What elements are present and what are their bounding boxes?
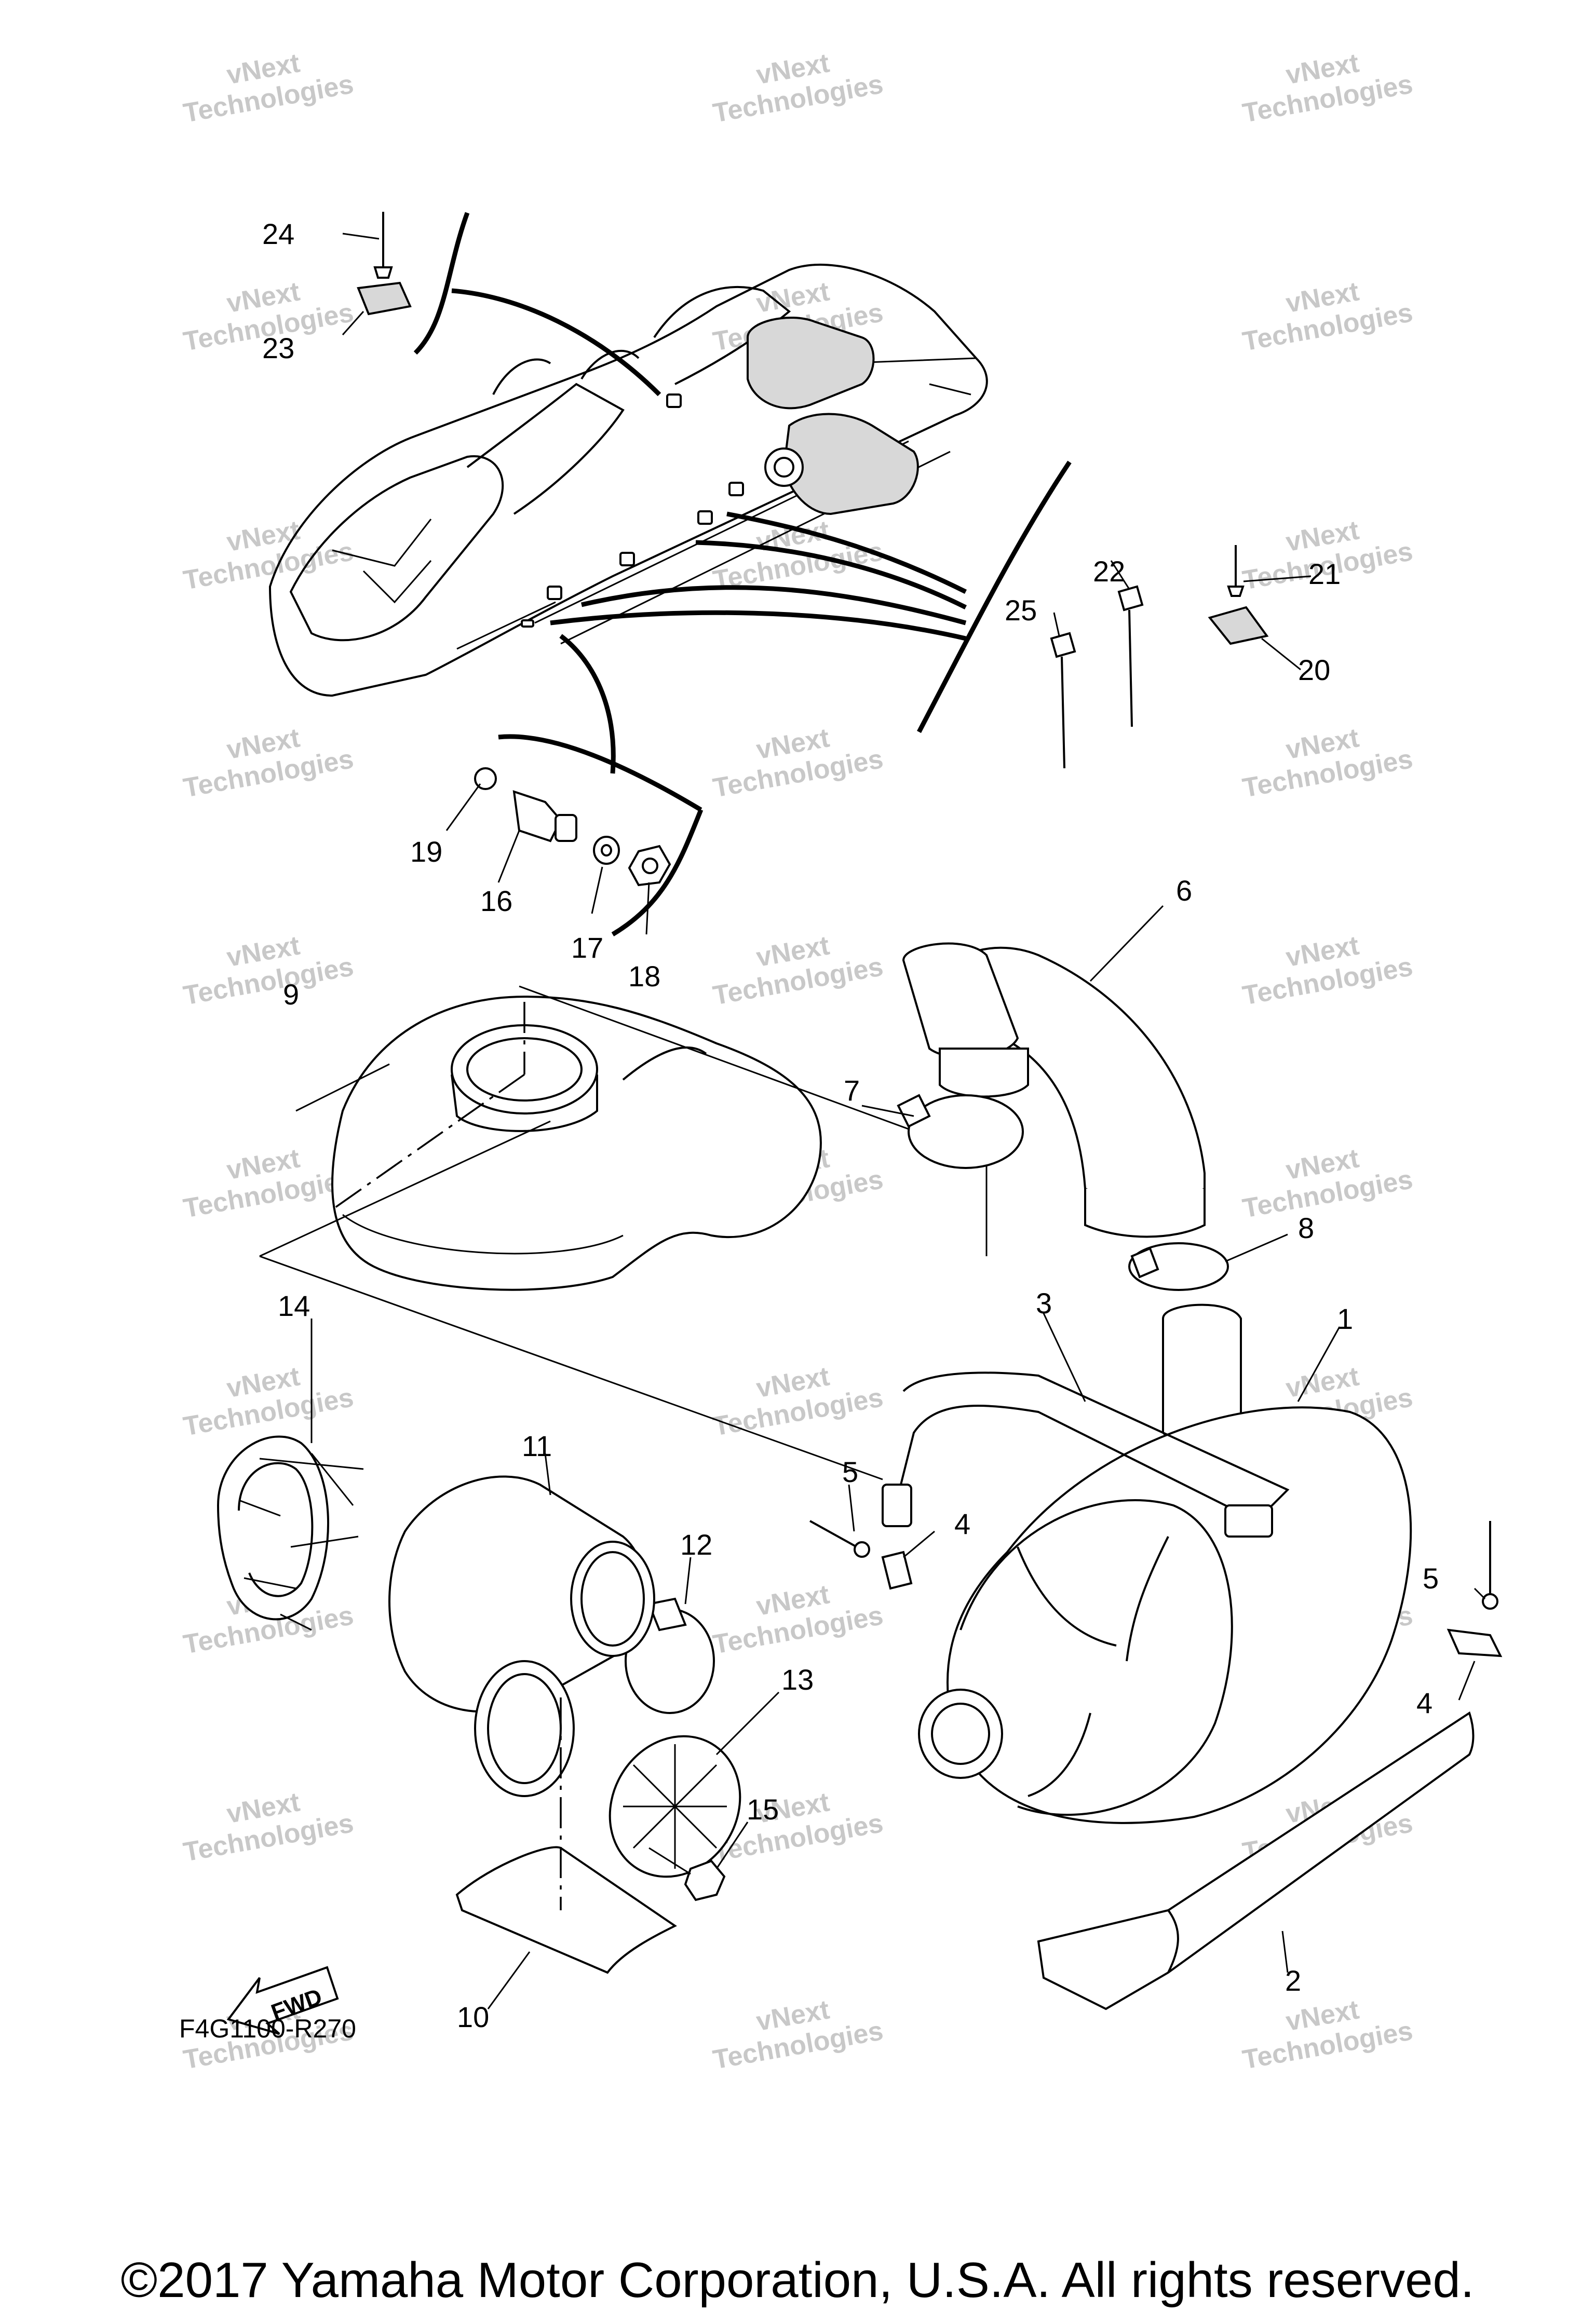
plate-13	[609, 1735, 741, 1878]
ring-14	[217, 1435, 364, 1631]
callout-25: 25	[1005, 594, 1037, 627]
callout-6: 6	[1176, 874, 1192, 907]
callout-12: 12	[680, 1528, 712, 1561]
watermark-text: vNextTechnologies	[1235, 714, 1415, 804]
callout-labels: 1 2 3 4 4 5 5 6 7 8 9 10 11 12 13 14 15 …	[262, 218, 1439, 2033]
callout-3: 3	[1036, 1287, 1052, 1320]
callout-10: 10	[457, 2001, 489, 2033]
callout-2: 2	[1285, 1964, 1301, 1997]
watermark-text: vNextTechnologies	[176, 39, 356, 129]
callout-21: 21	[1308, 558, 1341, 590]
duct-11	[388, 1475, 655, 1797]
clamps-7-8-12	[625, 1094, 1229, 1714]
drain-plug-16-19	[474, 767, 671, 887]
nut-15	[648, 1847, 726, 1901]
inset-brackets	[413, 212, 1072, 936]
callout-14: 14	[278, 1289, 310, 1322]
watermark-text: vNextTechnologies	[176, 1353, 356, 1442]
callout-22: 22	[1093, 555, 1125, 588]
callout-16: 16	[480, 885, 512, 917]
callout-20: 20	[1298, 654, 1330, 686]
callout-11: 11	[522, 1430, 552, 1462]
watermark-text: vNextTechnologies	[176, 1135, 356, 1224]
watermark-text: vNextTechnologies	[176, 714, 356, 804]
watermark-text: vNextTechnologies	[1235, 1135, 1415, 1224]
watermark-text: vNextTechnologies	[706, 1571, 885, 1660]
watermark-text: vNextTechnologies	[706, 1353, 885, 1442]
watermark-text: vNextTechnologies	[176, 507, 356, 596]
intake-chamber-9	[259, 985, 988, 1480]
water-box-1	[918, 1303, 1412, 1824]
guard-2	[1037, 1711, 1475, 2010]
callout-19: 19	[410, 835, 442, 868]
callout-4a: 4	[954, 1507, 970, 1540]
watermark-text: vNextTechnologies	[1235, 39, 1415, 129]
watermark-text: vNextTechnologies	[1235, 1986, 1415, 2075]
callout-4b: 4	[1416, 1687, 1432, 1719]
callout-18: 18	[628, 960, 660, 993]
watermark-text: vNextTechnologies	[1235, 922, 1415, 1011]
callout-23: 23	[262, 332, 294, 364]
intake-pipe-6	[902, 942, 1206, 1238]
callout-1: 1	[1337, 1302, 1353, 1335]
pad-10	[455, 1697, 677, 1974]
clip-20-21	[1208, 545, 1269, 645]
watermark-text: vNextTechnologies	[706, 1986, 885, 2075]
cable-ties-22-25	[1050, 585, 1144, 769]
callout-8: 8	[1298, 1212, 1314, 1244]
callout-13: 13	[781, 1663, 814, 1696]
watermark-text: vNextTechnologies	[176, 1778, 356, 1868]
watermark-text: vNextTechnologies	[1235, 268, 1415, 357]
callout-7: 7	[844, 1074, 860, 1107]
callout-24: 24	[262, 218, 294, 250]
watermark-text: vNextTechnologies	[176, 922, 356, 1011]
leader-lines	[295, 233, 1486, 2009]
strap-3	[882, 1371, 1290, 1538]
watermark-text: vNextTechnologies	[706, 922, 885, 1011]
clip-23-24	[357, 212, 412, 316]
reference-code: F4G1100-R270	[179, 2014, 356, 2043]
watermark-text: vNextTechnologies	[706, 714, 885, 804]
callout-9: 9	[283, 978, 299, 1011]
watercraft-illustration	[268, 263, 988, 697]
callout-17: 17	[571, 931, 603, 964]
copyright-notice: ©2017 Yamaha Motor Corporation, U.S.A. A…	[120, 2252, 1475, 2308]
callout-5a: 5	[842, 1456, 858, 1488]
callout-5b: 5	[1423, 1562, 1439, 1595]
callout-15: 15	[747, 1793, 779, 1826]
brackets-4-5	[809, 1520, 1503, 1657]
watermark-text: vNextTechnologies	[706, 39, 885, 129]
